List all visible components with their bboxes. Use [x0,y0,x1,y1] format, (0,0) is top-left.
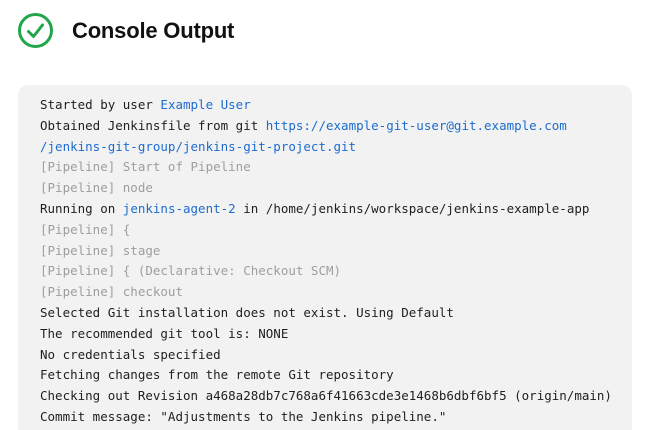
console-line: Fetching changes from the remote Git rep… [40,365,618,386]
console-text: Running on [40,200,123,216]
console-line: [Pipeline] Start of Pipeline [40,157,618,178]
success-check-icon [18,13,53,48]
console-link[interactable]: https://example-git-user@git.example.com [265,117,567,133]
console-line: Obtained Jenkinsfile from git https://ex… [40,116,618,137]
console-line: Checking out Revision a468a28db7c768a6f4… [40,386,618,407]
console-text: Obtained Jenkinsfile from git [40,117,266,133]
console-line: Started by user Example User [40,95,618,116]
console-text: Fetching changes from the remote Git rep… [40,367,394,383]
console-text-muted: [Pipeline] node [40,180,153,196]
console-line: [Pipeline] node [40,178,618,199]
console-text-muted: [Pipeline] { (Declarative: Checkout SCM) [40,263,342,279]
console-text: No credentials specified [40,346,221,362]
page-title: Console Output [72,17,235,43]
console-link[interactable]: Example User [160,97,251,112]
console-line: [Pipeline] { (Declarative: Checkout SCM) [40,261,618,282]
console-line: [Pipeline] stage [40,241,618,262]
console-link[interactable]: /jenkins-git-group/jenkins-git-project.g… [40,138,357,154]
console-line: No credentials specified [40,345,618,366]
console-text: Commit message: "Adjustments to the Jenk… [40,408,447,424]
console-text-muted: [Pipeline] Start of Pipeline [40,159,251,175]
console-line: [Pipeline] { [40,220,618,241]
console-text: Checking out Revision a468a28db7c768a6f4… [40,388,612,404]
console-text-muted: [Pipeline] { [40,221,131,237]
console-text: in /home/jenkins/workspace/jenkins-examp… [235,200,590,216]
console-line: [Pipeline] checkout [40,282,618,303]
console-text-muted: [Pipeline] stage [40,242,161,258]
console-text-muted: [Pipeline] checkout [40,284,183,300]
console-line: Commit message: "Adjustments to the Jenk… [40,407,618,428]
console-text: Selected Git installation does not exist… [40,304,454,320]
console-output-header: Console Output [17,12,234,49]
console-text: Started by user [40,97,161,112]
console-text: The recommended git tool is: NONE [40,325,289,341]
console-line: Running on jenkins-agent-2 in /home/jenk… [40,199,618,220]
console-line: The recommended git tool is: NONE [40,324,618,345]
console-line: /jenkins-git-group/jenkins-git-project.g… [40,137,618,158]
console-line: Selected Git installation does not exist… [40,303,618,324]
console-link[interactable]: jenkins-agent-2 [122,200,236,216]
